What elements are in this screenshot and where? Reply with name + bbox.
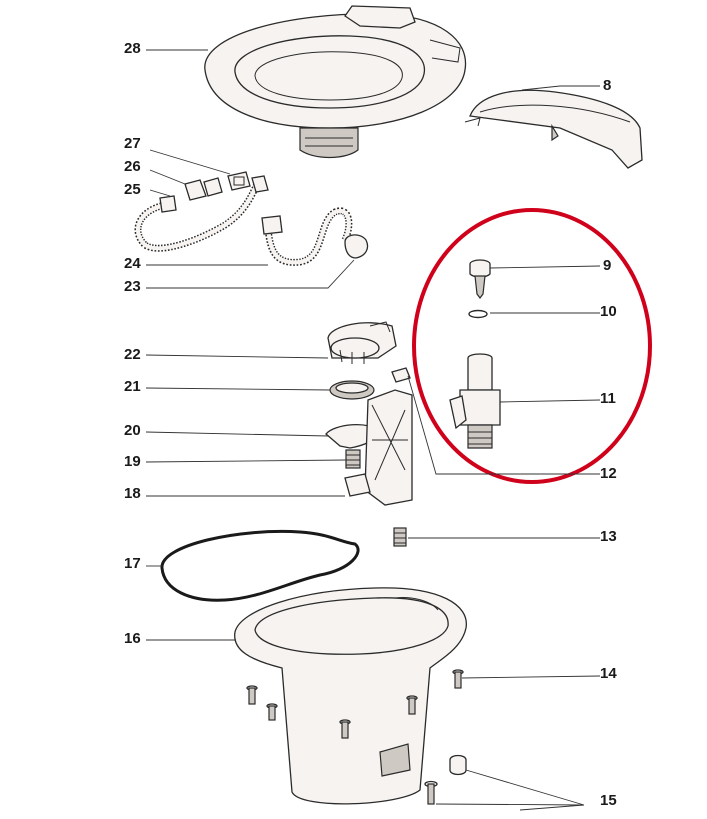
part-15-caps[interactable] (424, 754, 467, 805)
highlight-ring (412, 208, 652, 484)
callout-25: 25 (124, 181, 141, 198)
callout-20: 20 (124, 422, 141, 439)
part-14-screws[interactable] (246, 669, 464, 739)
part-16-bowl-base[interactable] (234, 587, 467, 805)
callout-26: 26 (124, 158, 141, 175)
callout-18: 18 (124, 485, 141, 502)
callout-9: 9 (603, 257, 612, 274)
part-22-valve-housing[interactable] (327, 321, 397, 364)
callout-12: 12 (600, 465, 617, 482)
part-24-spiral-hose[interactable] (261, 207, 353, 266)
part-21-seal-ring[interactable] (329, 380, 375, 400)
part-13-spring[interactable] (393, 527, 407, 547)
callout-22: 22 (124, 346, 141, 363)
callout-13: 13 (600, 528, 617, 545)
part-23-elbow[interactable] (344, 234, 369, 259)
part-10-o-ring[interactable] (468, 309, 488, 319)
callout-15: 15 (600, 792, 617, 809)
part-27-gasket[interactable] (227, 171, 251, 191)
callout-27: 27 (124, 135, 141, 152)
part-19-spring[interactable] (345, 449, 361, 469)
callout-17: 17 (124, 555, 141, 572)
leader-lines (145, 49, 601, 811)
callout-24: 24 (124, 255, 141, 272)
callout-8: 8 (603, 77, 612, 94)
callout-11: 11 (600, 390, 616, 407)
part-9-knob[interactable] (469, 259, 491, 299)
part-26-valve-flap[interactable] (184, 177, 223, 201)
part-25-hose[interactable] (134, 175, 269, 252)
callout-16: 16 (124, 630, 141, 647)
callout-19: 19 (124, 453, 141, 470)
callout-28: 28 (124, 40, 141, 57)
part-8-cover[interactable] (464, 89, 643, 169)
part-18-lever-frame[interactable] (344, 367, 413, 506)
callout-14: 14 (600, 665, 617, 682)
part-11-valve-body[interactable] (449, 353, 501, 449)
callout-10: 10 (600, 303, 617, 320)
part-17-gasket[interactable] (160, 529, 360, 602)
part-28-seat[interactable] (204, 5, 467, 159)
callout-23: 23 (124, 278, 141, 295)
callout-21: 21 (124, 378, 141, 395)
